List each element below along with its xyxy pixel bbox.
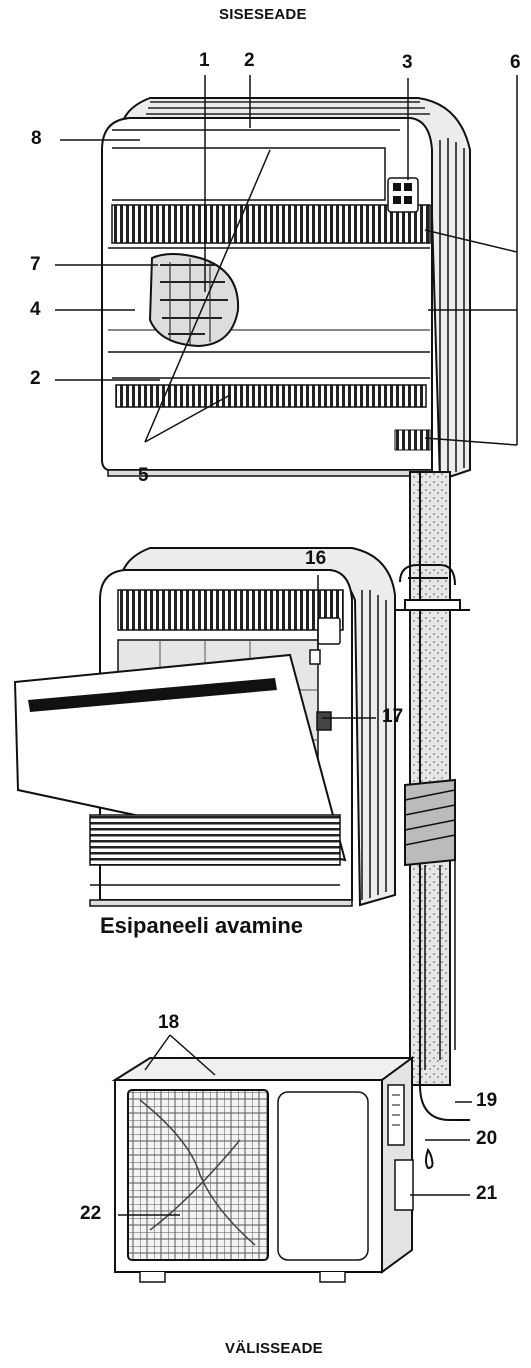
upper-air-grille (111, 204, 431, 244)
leader-18b (169, 1034, 216, 1076)
leader-18a (144, 1034, 171, 1071)
callout-3: 3 (402, 52, 413, 73)
leader-lines (55, 75, 518, 1216)
callout-1: 1 (199, 50, 210, 71)
callout-21: 21 (476, 1183, 498, 1204)
callout-4: 4 (30, 299, 41, 320)
callout-8: 8 (31, 128, 42, 149)
front-panel-open (13, 653, 347, 862)
indoor-unit-open (13, 547, 396, 907)
callout-22: 22 (80, 1203, 102, 1224)
callout-7: 7 (30, 254, 41, 275)
callout-18: 18 (158, 1012, 180, 1033)
leader-6a (424, 229, 518, 253)
callout-6: 6 (510, 52, 521, 73)
lower-air-grille (115, 384, 427, 408)
callout-2-bottom: 2 (30, 368, 41, 389)
control-panel (387, 177, 419, 213)
callout-17: 17 (382, 706, 404, 727)
top-vent-lines (146, 101, 430, 115)
side-grille (394, 429, 431, 451)
callout-19: 19 (476, 1090, 498, 1111)
outdoor-unit-title: VÄLISSEADE (225, 1340, 323, 1357)
connection-pipe (395, 471, 470, 1170)
callout-5: 5 (138, 465, 149, 486)
panel-opening-caption: Esipaneeli avamine (100, 913, 303, 938)
callout-20: 20 (476, 1128, 498, 1149)
valve-cover (394, 1159, 414, 1211)
callout-2-top: 2 (244, 50, 255, 71)
outdoor-unit (111, 1056, 416, 1283)
fan-grille (127, 1089, 269, 1261)
callout-16: 16 (305, 548, 327, 569)
leader-5b (144, 394, 231, 443)
side-ribs (439, 138, 465, 478)
indoor-unit-title: SISESEADE (219, 6, 307, 23)
button-16 (309, 649, 321, 665)
switch-17 (316, 711, 332, 731)
indoor-unit (101, 97, 471, 482)
leader-5a (144, 149, 271, 443)
leader-6c (424, 437, 518, 446)
